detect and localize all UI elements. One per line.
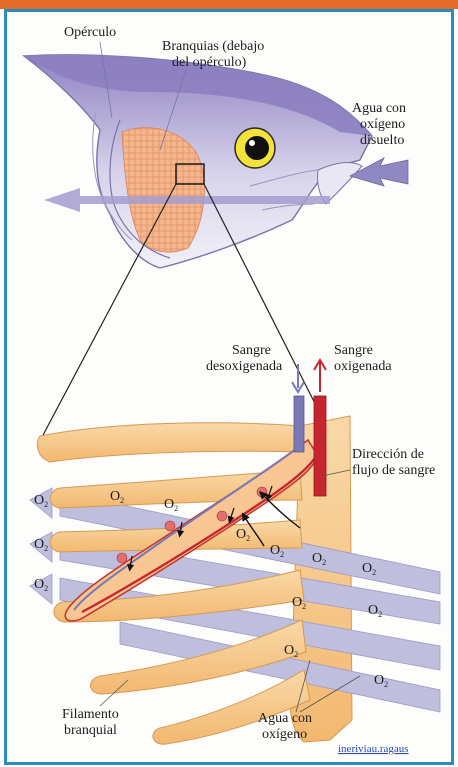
blood-cell-4 <box>117 553 127 563</box>
label-branquias-line1: Branquias (debajo <box>162 39 264 54</box>
label-agua-bottom-line2: oxígeno <box>262 727 307 742</box>
label-sangre-desox-line1: Sangre <box>232 343 271 358</box>
label-filamento-line2: branquial <box>64 723 117 738</box>
blood-cell-3 <box>165 521 175 531</box>
oxygenated-vessel <box>314 396 326 496</box>
blood-cell-1 <box>257 487 267 497</box>
label-filamento-line1: Filamento <box>62 707 119 722</box>
label-direccion-line2: flujo de sangre <box>352 463 435 478</box>
label-branquias-line2: del opérculo) <box>172 55 247 70</box>
ox-flow-arrow <box>314 360 326 392</box>
zoom-line-left <box>42 184 176 437</box>
label-direccion-line1: Dirección de <box>352 447 424 462</box>
fish-pupil <box>245 136 269 160</box>
water-in-arrow <box>350 158 408 186</box>
deoxygenated-vessel <box>294 396 304 452</box>
gill-filament-top <box>37 423 304 462</box>
label-agua-line2: oxígeno <box>360 117 405 132</box>
label-agua-line3: disuelto <box>360 133 404 148</box>
fish-eye-highlight <box>249 140 255 146</box>
blood-cell-2 <box>217 511 227 521</box>
label-agua-line1: Agua con <box>352 101 406 116</box>
label-sangre-ox-line2: oxigenada <box>334 359 392 374</box>
image-credit: ineriviau.ragaus <box>338 743 409 755</box>
label-agua-bottom-line1: Agua con <box>258 711 312 726</box>
label-operculo: Opérculo <box>64 25 116 40</box>
fish-head <box>24 42 408 268</box>
label-sangre-desox-line2: desoxigenada <box>206 359 283 374</box>
o2-marker: O2 <box>374 673 388 689</box>
label-sangre-ox-line1: Sangre <box>334 343 373 358</box>
